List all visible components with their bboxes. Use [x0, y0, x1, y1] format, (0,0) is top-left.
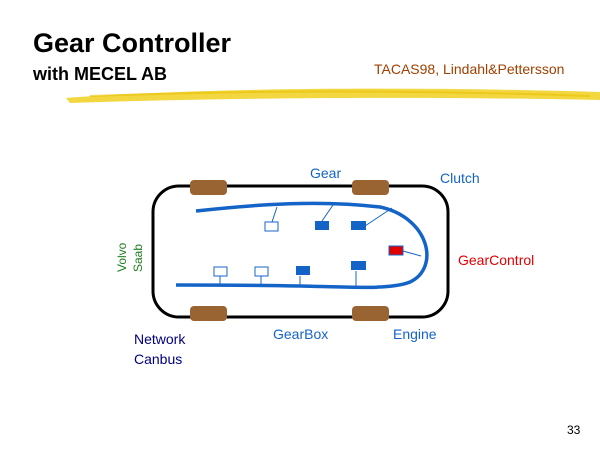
label-gear: Gear [310, 165, 341, 181]
node-gearcontrol [388, 245, 404, 256]
node-hollow [213, 266, 228, 277]
label-volvo: Volvo [115, 242, 129, 272]
page-number: 33 [567, 423, 581, 437]
slide-title: Gear Controller [33, 28, 232, 58]
label-network: Network [134, 331, 186, 347]
node-engine [351, 261, 366, 270]
label-gearcontrol: GearControl [458, 252, 534, 268]
label-clutch: Clutch [440, 170, 480, 186]
label-engine: Engine [393, 326, 437, 342]
label-canbus: Canbus [134, 351, 182, 367]
can-bus-line [175, 201, 429, 290]
wheel-rear-left [190, 306, 227, 321]
node-hollow [254, 266, 269, 277]
node-clutch [351, 221, 366, 230]
node-gear [315, 221, 329, 230]
label-gearbox: GearBox [273, 326, 328, 342]
label-saab: Saab [131, 244, 145, 272]
wheel-rear-right [352, 306, 389, 321]
node-gearbox [296, 266, 310, 275]
wheel-front-left [190, 180, 227, 195]
node-hollow [264, 221, 279, 232]
citation: TACAS98, Lindahl&Pettersson [374, 61, 565, 77]
car-body [151, 184, 450, 319]
wheel-front-right [352, 180, 389, 195]
slide-subtitle: with MECEL AB [33, 64, 167, 84]
